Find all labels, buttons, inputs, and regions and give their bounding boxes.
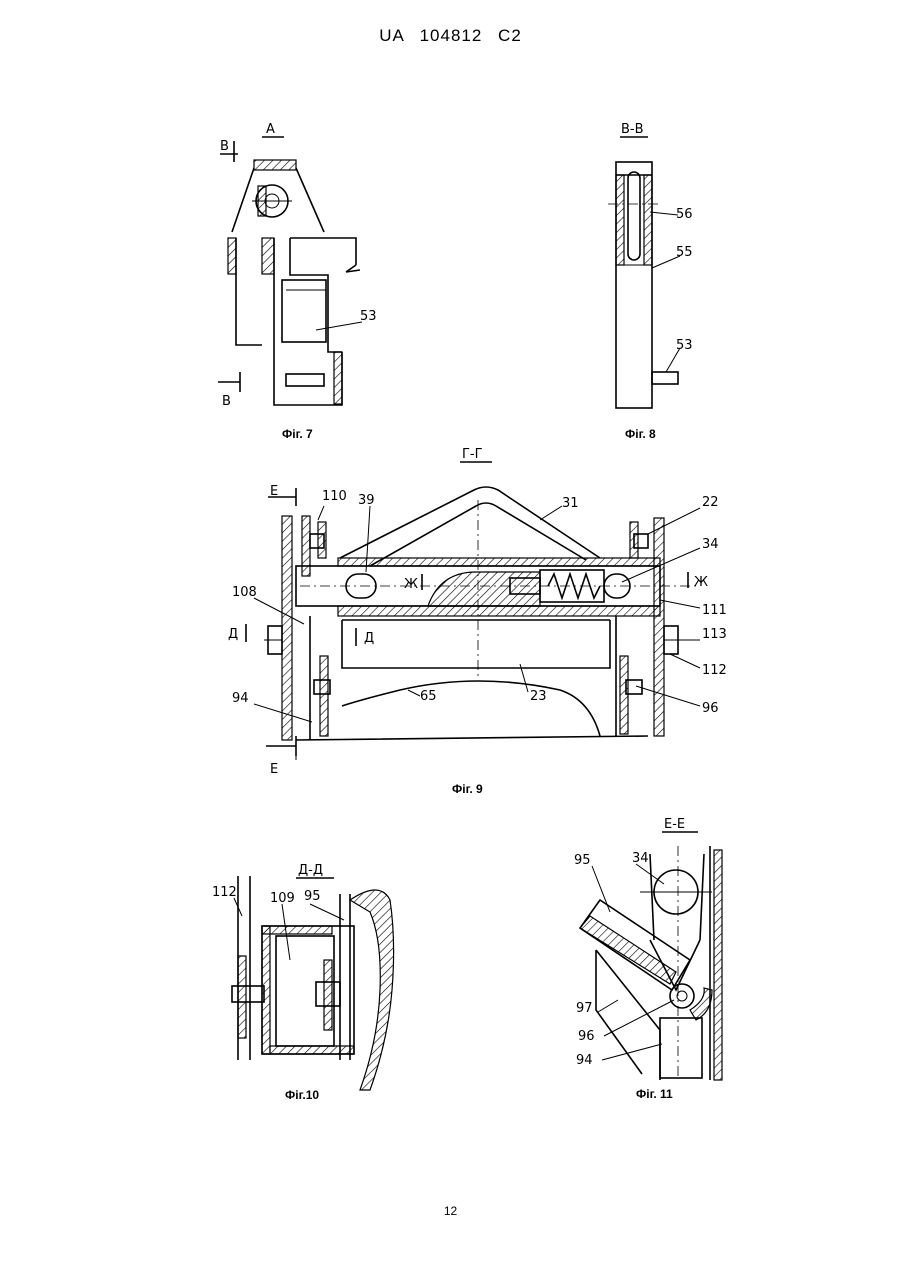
figure-9: Г-Г Е Е Ж Ж: [228, 447, 727, 777]
fig9-section-mark-zh-left: Ж: [404, 577, 418, 592]
fig9-label-23: 23: [530, 689, 547, 704]
fig9-label-39: 39: [358, 493, 375, 508]
fig10-label-112: 112: [212, 885, 237, 900]
fig9-label-31: 31: [562, 496, 579, 511]
fig10-label-109: 109: [270, 891, 295, 906]
fig7-label-53: 53: [360, 309, 377, 324]
fig11-caption: Фіг. 11: [636, 1087, 673, 1101]
fig8-view-label: В-В: [621, 122, 644, 137]
fig9-section-mark-d-right: Д: [364, 631, 374, 646]
fig9-view-label: Г-Г: [462, 447, 483, 462]
fig9-label-94: 94: [232, 691, 249, 706]
fig7-caption: Фіг. 7: [282, 427, 313, 441]
figure-8: В-В 56 55 53: [608, 122, 693, 408]
fig11-label-96: 96: [578, 1029, 595, 1044]
fig8-label-56: 56: [676, 207, 693, 222]
page-number: 12: [0, 1204, 901, 1218]
fig9-section-mark-d-left: Д: [228, 627, 238, 642]
fig9-label-108: 108: [232, 585, 257, 600]
figure-10: Д-Д 112 109 95: [212, 863, 394, 1090]
fig9-section-mark-e-bottom: Е: [270, 762, 278, 777]
figure-11: Е-Е 95 34 97 96 94: [574, 817, 722, 1080]
fig9-label-22: 22: [702, 495, 719, 510]
fig9-label-65: 65: [420, 689, 437, 704]
fig8-caption: Фіг. 8: [625, 427, 656, 441]
fig8-label-55: 55: [676, 245, 693, 260]
fig8-label-53: 53: [676, 338, 693, 353]
fig11-label-97: 97: [576, 1001, 593, 1016]
fig7-section-mark-top: В: [220, 139, 229, 154]
fig9-label-110: 110: [322, 489, 347, 504]
fig9-label-34: 34: [702, 537, 719, 552]
fig11-label-95: 95: [574, 853, 591, 868]
fig11-view-label: Е-Е: [664, 817, 685, 832]
fig9-label-112: 112: [702, 663, 727, 678]
fig11-label-94: 94: [576, 1053, 593, 1068]
fig7-view-label: А: [266, 122, 275, 137]
fig9-caption: Фіг. 9: [452, 782, 483, 796]
fig9-section-mark-zh-right: Ж: [694, 575, 708, 590]
fig7-section-mark-bottom: В: [222, 394, 231, 409]
fig10-label-95: 95: [304, 889, 321, 904]
fig11-label-34: 34: [632, 851, 649, 866]
fig9-label-96: 96: [702, 701, 719, 716]
fig10-caption: Фіг.10: [285, 1088, 319, 1102]
figure-7: А В В 53: [218, 122, 377, 409]
fig9-label-113: 113: [702, 627, 727, 642]
fig9-label-111: 111: [702, 603, 727, 618]
fig10-view-label: Д-Д: [298, 863, 323, 878]
